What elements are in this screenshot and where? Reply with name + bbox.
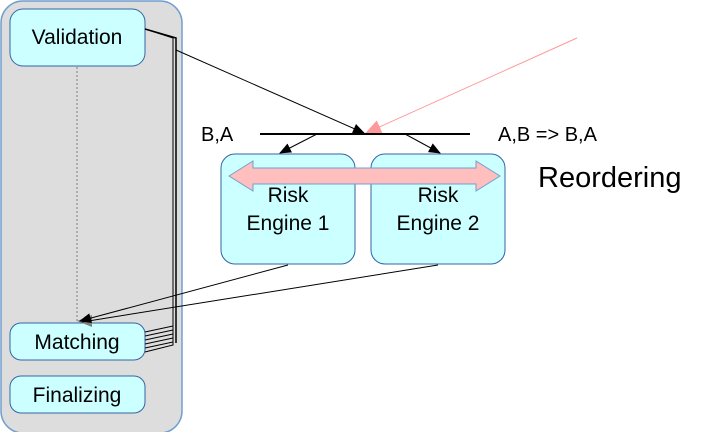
risk-engine-2-label-line1: Risk — [418, 184, 459, 207]
dispatch-arrow-engine-2 — [404, 133, 441, 154]
finalizing-node[interactable]: Finalizing — [9, 375, 146, 414]
risk-engine-1-label-line1: Risk — [268, 184, 309, 207]
engine-2-to-matching-arrow — [81, 264, 439, 323]
reordering-title: Reordering — [538, 162, 681, 194]
risk-engine-1-label-line2: Engine 1 — [247, 212, 330, 235]
bypass-lines — [144, 28, 177, 353]
matching-label: Matching — [34, 331, 119, 354]
reorder-input-arrow — [365, 37, 578, 134]
matching-node[interactable]: Matching — [9, 322, 146, 361]
transform-label: A,B => B,A — [498, 124, 598, 146]
finalizing-label: Finalizing — [33, 384, 122, 407]
reordering-bidirectional-arrow — [228, 160, 501, 192]
input-order-label: B,A — [201, 124, 234, 146]
validation-to-dispatch-arrow — [175, 49, 365, 134]
validation-label: Validation — [32, 26, 123, 49]
risk-engine-2-label-line2: Engine 2 — [397, 212, 480, 235]
validation-node[interactable]: Validation — [9, 8, 146, 67]
engine-1-to-matching-arrow — [79, 264, 289, 323]
dispatch-arrow-engine-1 — [279, 133, 318, 154]
